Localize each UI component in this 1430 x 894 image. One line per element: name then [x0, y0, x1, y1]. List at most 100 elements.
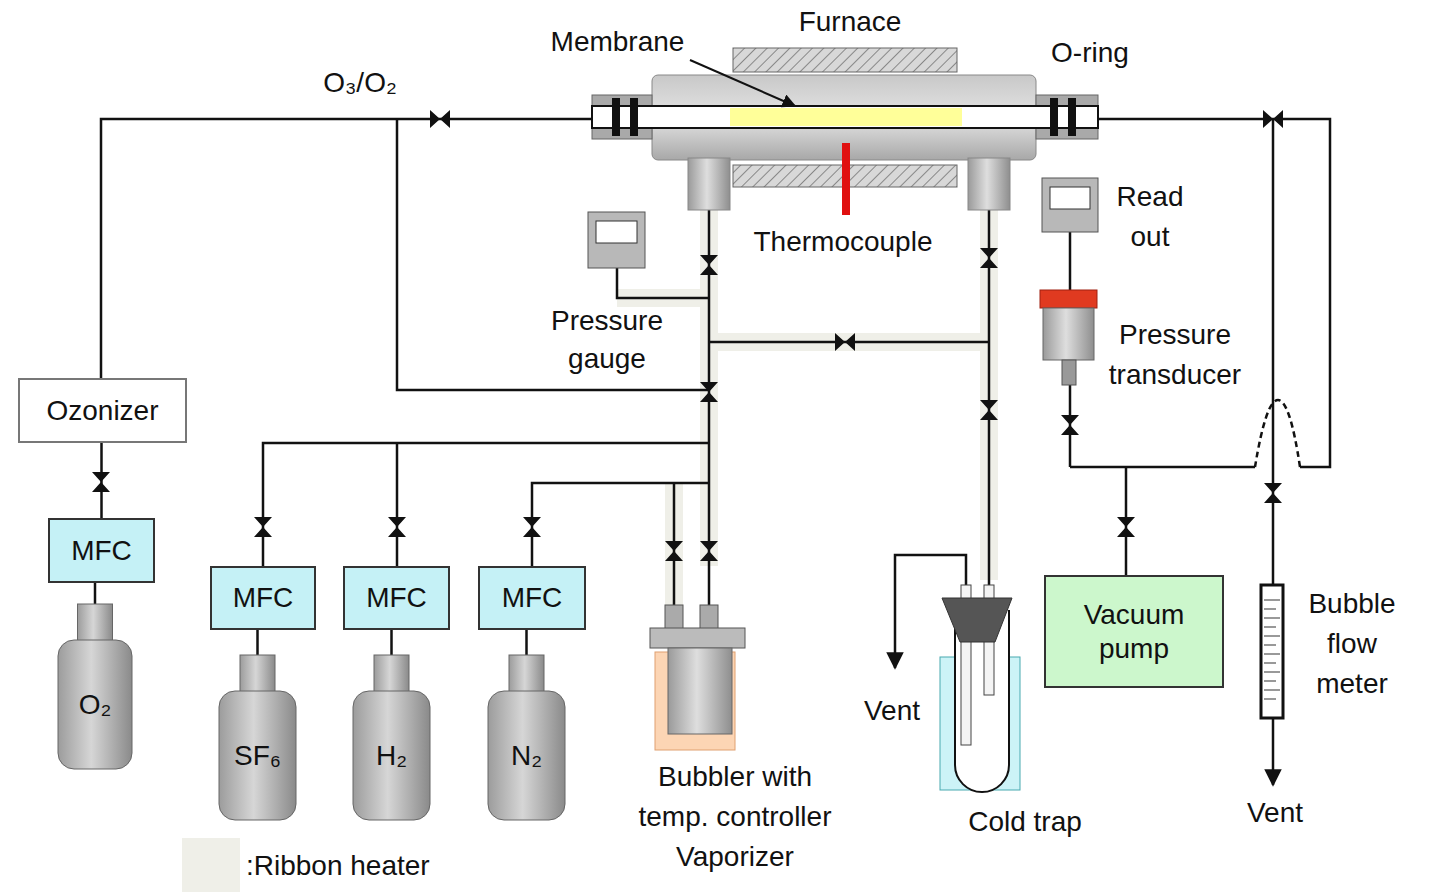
scale-mark — [1264, 608, 1276, 610]
scale-mark — [1264, 635, 1280, 637]
gas-line — [256, 630, 259, 655]
valve-symbol — [1061, 415, 1079, 435]
scale-mark — [1264, 653, 1280, 655]
part-label: Membrane — [530, 22, 705, 62]
valve-symbol — [700, 541, 718, 561]
valve-symbol — [430, 110, 450, 128]
cylinder-outline — [57, 604, 133, 770]
cylinder-outline — [218, 655, 297, 821]
node-text: MFC — [502, 581, 563, 615]
cylinder-neck — [240, 655, 275, 693]
valve-symbol — [700, 255, 718, 275]
valve-symbol — [665, 541, 683, 561]
read-out — [1042, 178, 1098, 232]
node-text: Vacuum pump — [1046, 598, 1222, 666]
furnace — [730, 108, 962, 126]
part-label: Read out — [1100, 177, 1200, 257]
part-label: O₃/O₂ — [300, 63, 420, 103]
valve-symbol — [523, 517, 541, 537]
cylinder-outline — [487, 655, 566, 821]
valve-symbol — [1263, 110, 1283, 128]
furnace — [592, 106, 1098, 128]
read-out — [1050, 187, 1090, 209]
scale-mark — [1264, 644, 1276, 646]
node-text: N₂ — [511, 739, 542, 773]
cylinder-body — [58, 640, 132, 769]
part-label: Bubble flow meter — [1297, 584, 1407, 704]
vacuum-pump-box: Vacuum pump — [1044, 575, 1224, 688]
valve-symbol — [254, 517, 272, 537]
scale-mark — [1264, 599, 1280, 601]
gas-line — [1098, 119, 1330, 467]
scale-mark — [1264, 671, 1280, 673]
cylinder-neck — [78, 604, 113, 642]
furnace — [1068, 98, 1076, 136]
part-label: O-ring — [1030, 33, 1150, 73]
furnace — [842, 143, 850, 215]
node-text: SF₆ — [234, 739, 281, 773]
pressure-gauge — [588, 212, 645, 268]
gas-cylinder: SF₆ — [218, 655, 297, 821]
ribbon-heater — [617, 210, 989, 605]
furnace — [592, 48, 1098, 215]
node-text: MFC — [233, 581, 294, 615]
pressure-gauge — [588, 212, 645, 268]
gas-line — [1272, 119, 1275, 585]
cold-trap — [942, 598, 1012, 642]
part-label: Thermocouple — [733, 222, 953, 262]
bubbler — [650, 605, 745, 750]
valve-symbol — [980, 248, 998, 268]
pressure-transducer — [1040, 290, 1097, 385]
gas-line — [101, 119, 592, 378]
bubbler — [650, 628, 745, 648]
leader-line — [690, 60, 795, 106]
gas-line — [396, 443, 399, 566]
part-label: Pressure transducer — [1085, 315, 1265, 395]
gas-line — [390, 630, 393, 655]
pressure-transducer — [1043, 308, 1094, 360]
gas-cylinder: H₂ — [352, 655, 431, 821]
mfc-box: MFC — [343, 566, 450, 630]
bubble-flow-meter — [1261, 585, 1283, 718]
cylinder-body — [219, 691, 296, 820]
bubble-flow-meter — [1261, 585, 1283, 718]
gas-line — [1069, 232, 1072, 290]
gas-line — [617, 268, 709, 298]
pressure-transducer — [1040, 290, 1097, 308]
legend-text: :Ribbon heater — [246, 846, 430, 886]
legend-swatch — [182, 838, 240, 892]
valve-symbol — [1264, 483, 1282, 503]
part-label: Pressure gauge — [527, 302, 687, 378]
mfc-box: MFC — [210, 566, 316, 630]
pressure-gauge — [596, 221, 637, 243]
gas-line — [263, 443, 709, 566]
furnace — [968, 158, 1010, 210]
valve-symbol — [1117, 517, 1135, 537]
gas-cylinder: N₂ — [487, 655, 566, 821]
scale-mark — [1264, 680, 1276, 682]
cylinder-neck — [374, 655, 409, 693]
scale-mark — [1264, 626, 1276, 628]
bubbler — [668, 648, 732, 734]
valve-symbol — [388, 517, 406, 537]
gas-cylinder: O₂ — [57, 604, 133, 770]
gas-line — [532, 483, 709, 566]
legend-item: :Ribbon heater — [182, 838, 442, 892]
cylinder-body — [488, 691, 565, 820]
scale-mark — [1264, 662, 1276, 664]
cylinder-neck — [509, 655, 544, 693]
valve-symbol — [980, 400, 998, 420]
mfc-box: MFC — [478, 566, 586, 630]
part-label: Bubbler with temp. controller Vaporizer — [622, 757, 848, 877]
bubbler — [665, 605, 683, 631]
part-label: Vent — [1233, 793, 1317, 833]
gas-line — [1070, 466, 1255, 469]
furnace — [1050, 98, 1058, 136]
line-crossing — [1255, 400, 1300, 467]
node-text: MFC — [71, 534, 132, 568]
node-text: Ozonizer — [46, 394, 158, 428]
scale-mark — [1264, 698, 1276, 700]
